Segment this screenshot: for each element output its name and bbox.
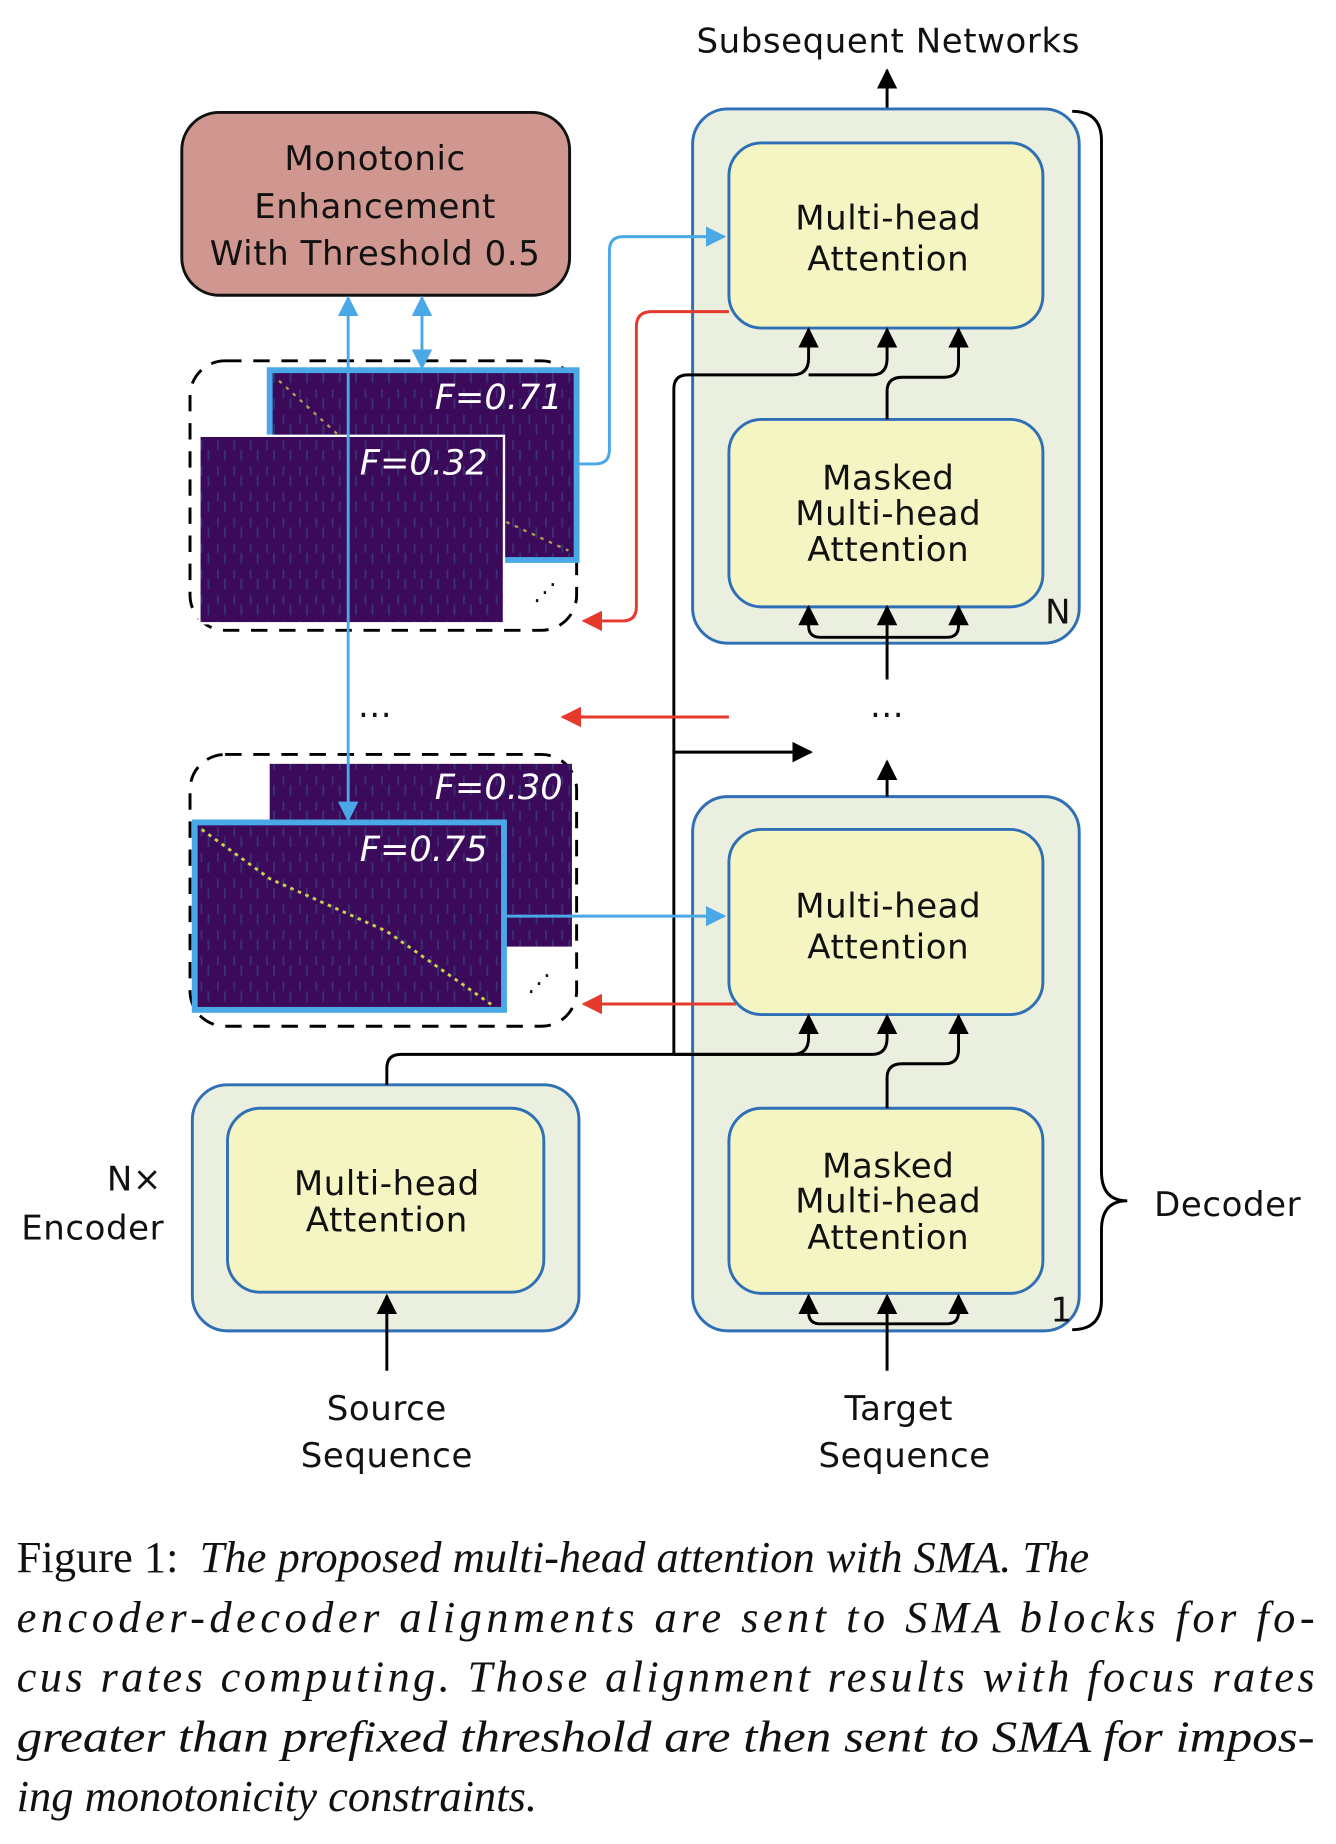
- caption-line-5: ing monotonicity constraints.: [17, 1771, 537, 1821]
- caption-text-1: The proposed multi-head attention with S…: [200, 1532, 1090, 1582]
- focus-rate-bottom-front: F=0.75: [360, 829, 488, 870]
- encoder-attn-line-1: Multi-head: [294, 1164, 480, 1204]
- masked-attn-1-line-3: Attention: [807, 1218, 969, 1258]
- layer-index-1: 1: [1051, 1290, 1073, 1330]
- caption-line-4: greater than prefixed threshold are then…: [17, 1711, 1315, 1761]
- encoder-bus: [672, 327, 819, 1055]
- alignment-group-bottom: F=0.30 F=0.75 ⋰: [188, 753, 579, 1028]
- focus-rate-top-back: F=0.71: [435, 377, 563, 418]
- cross-attn-1-line-2: Attention: [807, 927, 969, 967]
- alignment-ellipsis: ...: [358, 686, 392, 726]
- source-label-1: Source: [327, 1389, 447, 1429]
- cross-attn-n-line-1: Multi-head: [795, 199, 981, 239]
- masked-attn-1-line-1: Masked: [822, 1146, 954, 1186]
- decoder-ellipsis: ...: [870, 686, 904, 726]
- encoder-block: Multi-head Attention: [190, 1083, 581, 1333]
- sma-line-3: With Threshold 0.5: [210, 234, 541, 274]
- sma-line-2: Enhancement: [254, 187, 496, 227]
- cross-attention-block-n: Multi-head Attention: [727, 141, 1045, 330]
- encoder-output-arrow-1: [385, 1013, 819, 1085]
- encoder-bus-b: [808, 327, 898, 377]
- cross-attention-block-1: Multi-head Attention: [727, 827, 1045, 1017]
- decoder-layer-1: Multi-head Attention Masked Multi-head A…: [691, 795, 1081, 1333]
- target-label-1: Target: [843, 1389, 953, 1429]
- cross-attn-1-line-1: Multi-head: [795, 886, 981, 926]
- caption-line-3: cus rates computing. Those alignment res…: [17, 1652, 1315, 1702]
- caption-line-2: encoder-decoder alignments are sent to S…: [17, 1592, 1315, 1642]
- more-heads-ellipsis-top: ⋰: [533, 578, 557, 606]
- more-heads-ellipsis-bottom: ⋰: [527, 969, 551, 997]
- encoder-repeat-label: N×: [107, 1159, 162, 1199]
- decoder-brace: [1072, 109, 1128, 1332]
- heatmap-front-bottom: [191, 819, 507, 1013]
- masked-attention-block-n: Masked Multi-head Attention: [727, 417, 1045, 609]
- cross-attn-n-to-alignment-arrow: [581, 310, 729, 632]
- red-arrows: [560, 310, 736, 1015]
- caption-prefix: Figure 1:: [17, 1532, 179, 1582]
- masked-attention-block-1: Masked Multi-head Attention: [727, 1106, 1045, 1295]
- layer-n-input-arrows: [798, 327, 969, 680]
- masked-attn-n-line-2: Multi-head: [795, 494, 981, 534]
- decoder-label: Decoder: [1154, 1185, 1301, 1225]
- figure-caption: Figure 1: The proposed multi-head attenti…: [17, 1532, 1315, 1821]
- masked-attn-n-line-1: Masked: [822, 459, 954, 499]
- top-heatmap-to-cross-attn-n-arrow: [578, 226, 727, 466]
- residual-arrow-1: [885, 1013, 969, 1109]
- subsequent-networks-label: Subsequent Networks: [696, 22, 1080, 62]
- masked-attn-n-line-3: Attention: [807, 530, 969, 570]
- sma-line-1: Monotonic: [284, 139, 465, 179]
- encoder-output-arrow-1b: [673, 1013, 898, 1056]
- encoder-attn-line-2: Attention: [306, 1200, 468, 1240]
- blue-arrows: [337, 226, 727, 927]
- caption-line-1: Figure 1: The proposed multi-head attenti…: [17, 1532, 1090, 1582]
- sma-block: Monotonic Enhancement With Threshold 0.5: [180, 111, 572, 297]
- layer-index-n: N: [1045, 592, 1071, 632]
- focus-rate-top-front: F=0.32: [360, 442, 488, 483]
- alignment-group-top: F=0.71 F=0.32 ⋰: [188, 359, 580, 632]
- source-label-2: Sequence: [301, 1436, 473, 1476]
- focus-rate-bottom-back: F=0.30: [435, 767, 563, 808]
- decoder-layer-n: Multi-head Attention Masked Multi-head A…: [691, 107, 1081, 645]
- target-label-2: Sequence: [819, 1436, 991, 1476]
- cross-attn-n-line-2: Attention: [807, 240, 969, 280]
- heatmap-diagonal-bottom: [200, 828, 494, 1007]
- masked-attn-1-line-2: Multi-head: [795, 1182, 981, 1222]
- target-input-arrows: [798, 1293, 969, 1371]
- encoder-label: Encoder: [21, 1208, 164, 1248]
